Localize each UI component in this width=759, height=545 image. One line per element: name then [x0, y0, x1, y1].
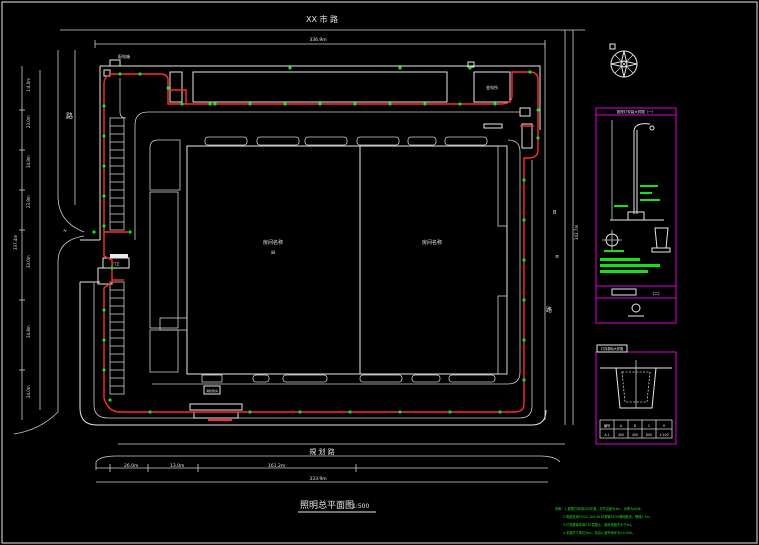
- svg-text:600: 600: [646, 433, 652, 437]
- svg-text:(二): (二): [652, 291, 660, 296]
- top-dimension-text: 336.9m: [309, 37, 326, 43]
- svg-text:26.0m: 26.0m: [124, 463, 138, 469]
- svg-text:说明：1.庭院灯采用LED光源，灯杆高度为4m，功率为40W: 说明：1.庭院灯采用LED光源，灯杆高度为4m，功率为40W。: [555, 506, 644, 511]
- top-long-building: [192, 71, 448, 103]
- top-road-label: XX 市 路: [306, 14, 338, 24]
- svg-text:A-1: A-1: [604, 433, 609, 437]
- svg-text:编号: 编号: [604, 423, 610, 428]
- substation-box: [473, 71, 511, 103]
- svg-text:34.9m: 34.9m: [26, 155, 31, 168]
- svg-text:变电所: 变电所: [486, 84, 498, 90]
- svg-text:≡: ≡: [555, 254, 559, 260]
- bottom-total-dimension: 333.9m: [309, 476, 326, 482]
- site-boundary-top: [100, 65, 541, 130]
- svg-text:4.本图尺寸单位为m，标高以室外地坪为±0.000。: 4.本图尺寸单位为m，标高以室外地坪为±0.000。: [563, 530, 635, 535]
- building-left-label: 房间名称: [263, 239, 283, 246]
- svg-text:C: C: [648, 424, 651, 428]
- svg-text:门卫: 门卫: [113, 261, 120, 266]
- svg-text:消防泵房: 消防泵房: [206, 388, 218, 393]
- svg-text:B: B: [553, 210, 557, 216]
- right-total-dimension: 342.7m: [574, 225, 579, 240]
- design-notes: 说明：1.庭院灯采用LED光源，灯杆高度为4m，功率为40W。 2.电缆采用YJ…: [555, 506, 653, 535]
- north-arrow: [609, 43, 638, 78]
- svg-text:1:100: 1:100: [659, 433, 668, 437]
- svg-text:400: 400: [618, 433, 624, 437]
- right-road-label: 路: [546, 306, 552, 314]
- site-boundary-bottom: [79, 282, 547, 426]
- svg-text:≡: ≡: [270, 249, 275, 256]
- svg-text:33.0m: 33.0m: [26, 255, 31, 268]
- top-loading-docks: [204, 136, 488, 146]
- svg-text:34.8m: 34.8m: [26, 325, 31, 338]
- svg-text:≈: ≈: [63, 228, 67, 234]
- lamp-markers: [92, 66, 540, 414]
- svg-text:1:4.0m: 1:4.0m: [26, 78, 31, 92]
- left-parking-stalls: [109, 117, 125, 395]
- svg-text:B: B: [634, 424, 636, 428]
- left-dimensions: 1:4.0m 23.0m 34.9m 23.9m 33.0m 34.8m 34.…: [13, 78, 31, 398]
- foundation-table: [599, 419, 673, 439]
- svg-text:3.灯具基础采用C25混凝土，接地电阻不大于4Ω。: 3.灯具基础采用C25混凝土，接地电阻不大于4Ω。: [563, 522, 634, 527]
- lamp-panel-title: 庭院灯安装大样图（一）: [617, 109, 656, 114]
- side-box-label: 配电箱: [118, 53, 130, 59]
- drawing-scale: 1:500: [352, 503, 369, 510]
- lamp-head-icon: [631, 303, 641, 313]
- bottom-road-label: 規 划 路: [309, 447, 334, 456]
- svg-text:23.9m: 23.9m: [26, 195, 31, 208]
- svg-text:2.电缆采用YJV22-1kV-4X16穿管SC50埋地敷设: 2.电缆采用YJV22-1kV-4X16穿管SC50埋地敷设，埋深0.7m。: [563, 514, 653, 519]
- svg-text:400: 400: [632, 433, 638, 437]
- bottom-entrance: [189, 403, 243, 411]
- left-total-dimension: 337.4m: [13, 235, 18, 250]
- svg-text:161.2m: 161.2m: [268, 463, 285, 469]
- bottom-loading-docks: [201, 374, 496, 383]
- left-road-label: 路: [66, 111, 73, 120]
- main-building: [186, 145, 508, 375]
- svg-text:H: H: [663, 424, 666, 428]
- foundation-panel-title: 灯具基础大样图: [601, 346, 623, 351]
- svg-text:34.0m: 34.0m: [26, 385, 31, 398]
- lamp-detail-panel: [595, 107, 677, 324]
- lighting-cable-route: [103, 71, 539, 413]
- svg-text:A: A: [620, 424, 623, 428]
- foundation-detail-panel: [595, 351, 677, 445]
- svg-text:13.0m: 13.0m: [170, 463, 184, 469]
- building-right-label: 房间名称: [422, 239, 442, 246]
- drawing-title: 照明总平面图: [300, 499, 354, 511]
- svg-text:23.0m: 23.0m: [26, 115, 31, 128]
